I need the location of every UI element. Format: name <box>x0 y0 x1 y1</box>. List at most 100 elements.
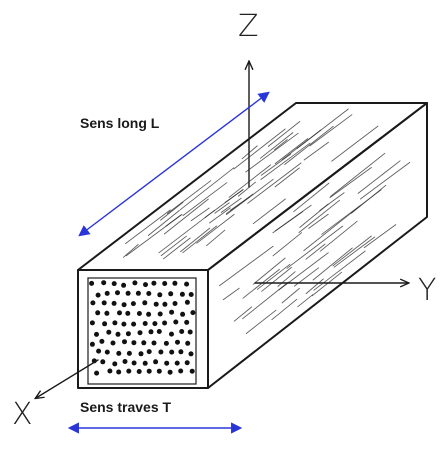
fiber-dot <box>141 340 147 346</box>
fiber-dot <box>175 339 180 345</box>
grain-stroke <box>237 181 256 197</box>
fiber-dot <box>172 301 178 306</box>
grain-stroke <box>319 220 358 252</box>
fiber-dot <box>121 302 127 308</box>
grain-stroke <box>298 199 340 233</box>
fiber-dot <box>132 280 138 286</box>
grain-stroke <box>281 287 300 304</box>
fiber-dot <box>148 329 154 335</box>
grain-stroke <box>196 213 235 244</box>
fiber-dot <box>168 291 174 297</box>
fiber-dot <box>169 309 175 315</box>
grain-stroke <box>122 244 139 258</box>
fiber-dot <box>169 331 174 337</box>
fiber-dot <box>131 340 137 346</box>
grain-stroke <box>331 125 379 162</box>
fiber-dot <box>106 329 112 335</box>
grain-stroke <box>319 192 345 211</box>
grain-stroke <box>180 227 211 253</box>
grain-stroke <box>206 229 226 247</box>
fiber-dot <box>157 311 163 317</box>
grain-stroke <box>296 108 349 150</box>
grain-stroke <box>233 306 253 322</box>
grain-stroke <box>242 268 280 299</box>
fiber-dot <box>95 292 101 298</box>
fiber-dot <box>164 360 170 366</box>
fiber-dot <box>102 321 108 327</box>
fiber-dot <box>131 360 137 366</box>
grain-stroke <box>256 263 291 290</box>
fiber-dot <box>115 331 121 337</box>
fiber-dot <box>184 360 190 366</box>
grain-stroke <box>228 164 272 198</box>
fiber-dot <box>146 368 152 374</box>
fiber-dot <box>184 299 190 305</box>
grain-stroke <box>329 167 372 199</box>
fiber-dot <box>104 310 110 316</box>
fiber-dot <box>158 349 164 355</box>
fiber-dot <box>184 319 190 325</box>
fiber-dot <box>135 290 141 296</box>
fiber-dot <box>104 290 110 296</box>
grain-stroke <box>330 152 386 197</box>
fiber-dot <box>100 359 106 365</box>
fiber-dot <box>130 301 136 307</box>
grain-stroke <box>332 235 372 267</box>
side-face-grain <box>218 152 411 334</box>
grain-stroke <box>274 167 300 188</box>
grain-stroke <box>308 213 329 229</box>
fiber-dot <box>153 301 159 307</box>
grain-stroke <box>166 180 212 214</box>
grain-stroke <box>125 209 171 245</box>
grain-stroke <box>163 198 209 235</box>
fiber-dot <box>156 368 162 374</box>
grain-stroke <box>357 160 401 194</box>
fiber-dot <box>187 329 193 335</box>
fiber-dot <box>137 330 143 336</box>
grain-stroke <box>286 225 344 269</box>
beam-top-face <box>77 102 428 271</box>
fiber-dot <box>151 280 157 286</box>
fiber-dot <box>190 310 196 316</box>
grain-stroke <box>160 235 187 257</box>
fiber-dot <box>101 280 107 286</box>
grain-stroke <box>271 298 298 321</box>
grain-stroke <box>321 189 382 235</box>
fiber-dot <box>178 349 184 355</box>
grain-stroke <box>182 225 218 254</box>
fiber-dot <box>136 369 142 374</box>
grain-stroke <box>260 142 311 180</box>
transverse-direction-label: Sens traves T <box>80 399 171 415</box>
fiber-dot <box>112 320 118 326</box>
grain-stroke <box>293 182 330 213</box>
grain-stroke <box>160 201 184 221</box>
grain-stroke <box>274 138 309 165</box>
y-axis-label: Y <box>418 273 436 308</box>
fiber-dot <box>152 321 158 327</box>
grain-stroke <box>311 271 343 297</box>
grain-stroke <box>252 198 286 225</box>
grain-stroke <box>359 161 411 200</box>
grain-stroke <box>309 114 353 147</box>
grain-stroke <box>214 202 230 214</box>
fiber-dot <box>173 319 179 325</box>
fiber-dot <box>89 320 95 326</box>
fiber-dot <box>178 368 184 374</box>
grain-stroke <box>303 141 329 161</box>
fiber-dot <box>153 359 159 365</box>
grain-stroke <box>220 197 242 213</box>
fiber-dot <box>115 290 120 296</box>
x-axis: X <box>12 359 99 432</box>
fiber-dot <box>107 368 113 374</box>
fiber-dot <box>162 281 168 286</box>
fiber-dot <box>163 340 169 346</box>
fiber-dot <box>142 300 148 306</box>
beam-cross-section <box>77 269 209 389</box>
grain-stroke <box>303 205 361 252</box>
long-direction-arrow <box>78 91 270 237</box>
fiber-dot <box>146 311 152 317</box>
fiber-dot <box>179 291 185 297</box>
fiber-dot <box>99 338 105 344</box>
grain-stroke <box>247 162 302 204</box>
grain-stroke <box>252 257 286 285</box>
